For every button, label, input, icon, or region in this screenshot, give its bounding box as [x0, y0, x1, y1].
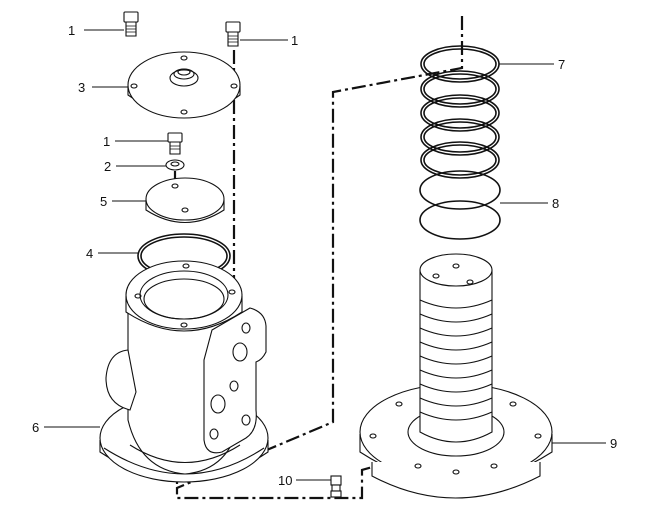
callout-label: 8: [552, 196, 559, 211]
cap-screw-left: [123, 11, 139, 37]
spindle-assembly: [359, 253, 553, 499]
o-ring-pair: [419, 170, 501, 240]
grease-fitting: [330, 475, 342, 498]
washer: [165, 159, 185, 180]
callout-labels: 1 1 3 1 2 5 4 6 7 8 9 10: [32, 23, 617, 488]
callout-label: 4: [86, 246, 93, 261]
callout-label: 7: [558, 57, 565, 72]
retainer-plate: [145, 177, 225, 224]
callout-label: 1: [68, 23, 75, 38]
callout-label: 3: [78, 80, 85, 95]
leader-lines: [44, 29, 606, 481]
callout-label: 1: [291, 33, 298, 48]
main-housing: [99, 260, 269, 483]
callout-label: 2: [104, 159, 111, 174]
callout-label: 1: [103, 134, 110, 149]
seal-ring-stack: [420, 45, 500, 179]
callout-label: 10: [278, 473, 292, 488]
cover-plate: [127, 51, 241, 119]
callout-label: 5: [100, 194, 107, 209]
cap-screw-right: [225, 21, 241, 47]
callout-label: 6: [32, 420, 39, 435]
cap-screw-middle: [167, 132, 183, 155]
callout-label: 9: [610, 436, 617, 451]
